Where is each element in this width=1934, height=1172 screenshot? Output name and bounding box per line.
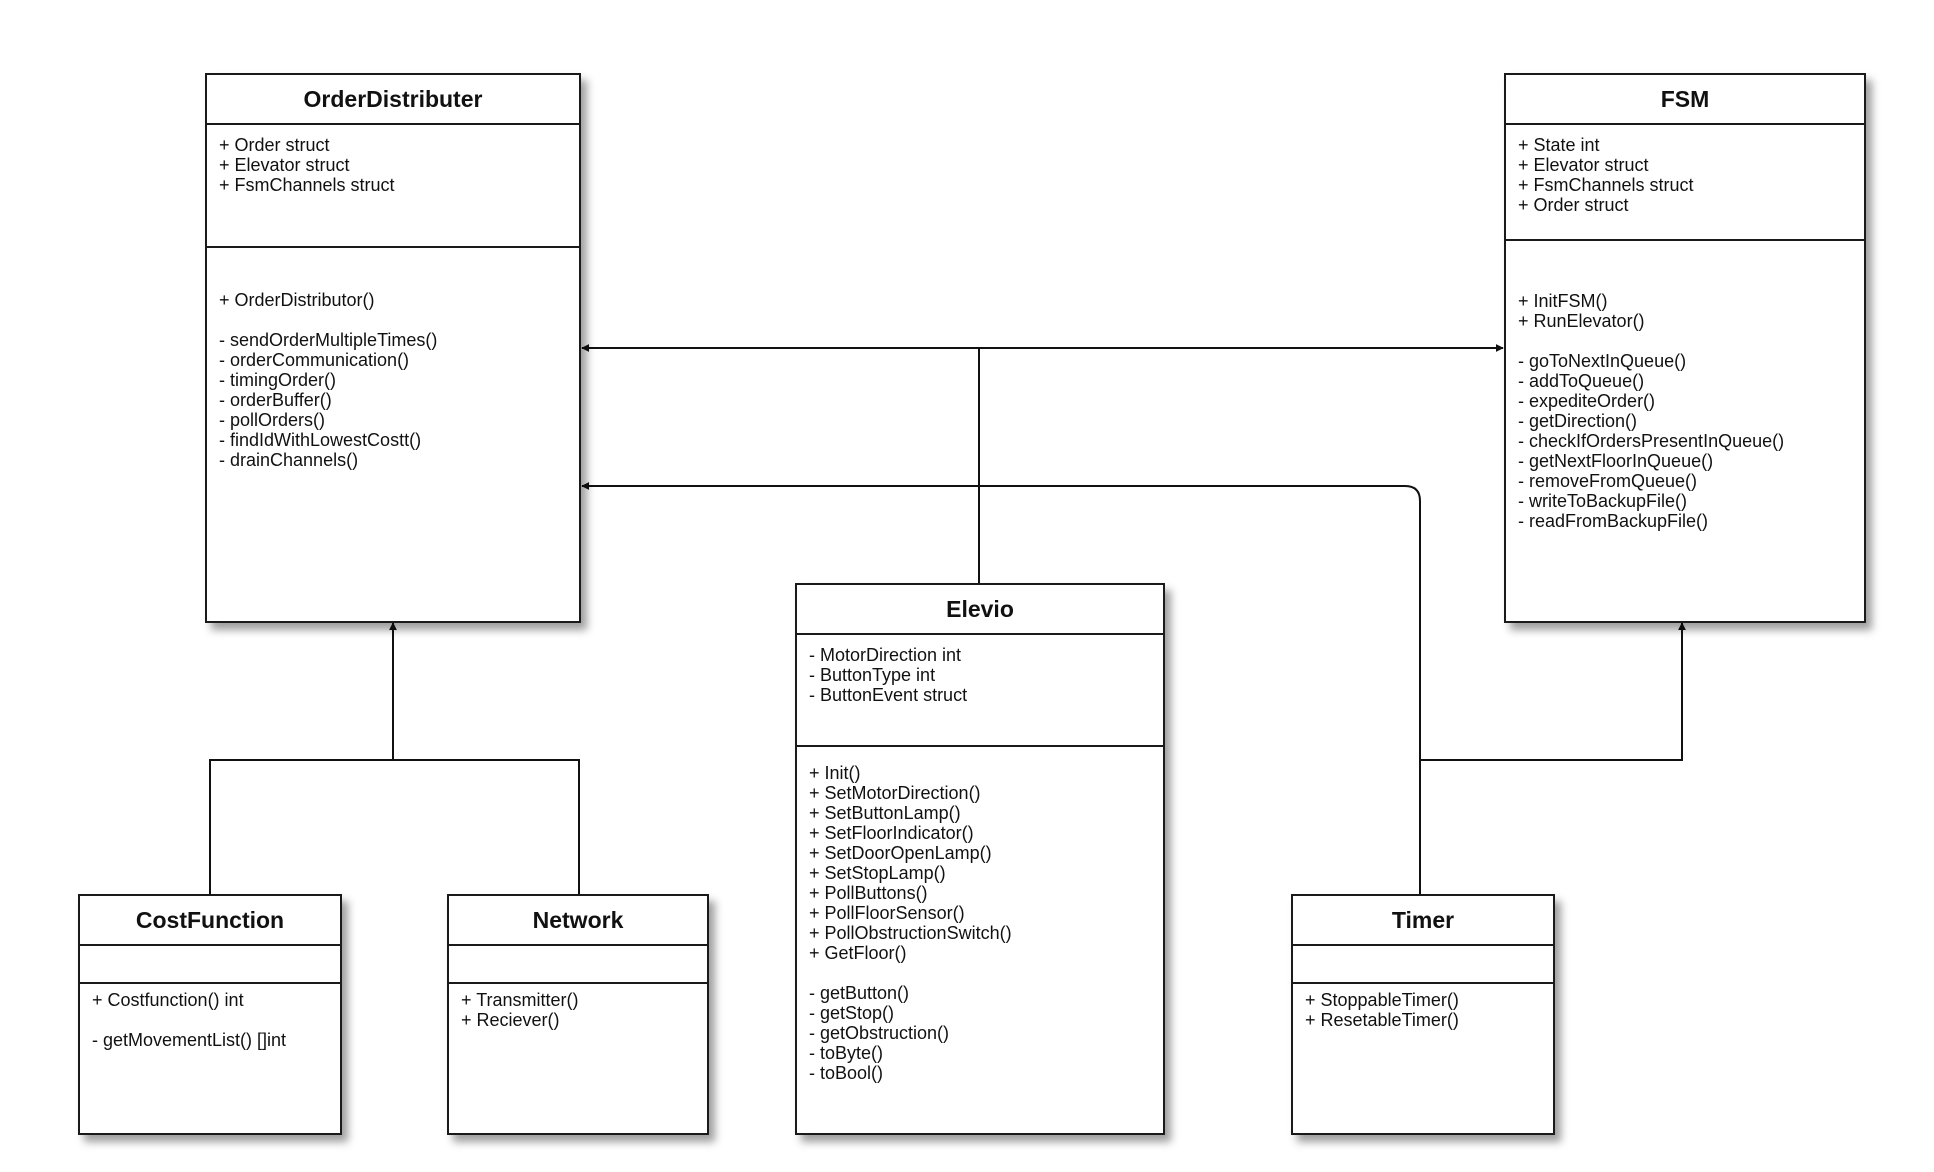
attribute: + Order struct	[1518, 195, 1629, 215]
connector-timer-to-fsm	[1420, 622, 1686, 761]
attributes-section	[80, 946, 340, 984]
method: - toBool()	[809, 1063, 884, 1083]
class-name: FSM	[1506, 75, 1864, 125]
method: - removeFromQueue()	[1518, 471, 1698, 491]
methods-section: + Costfunction() int - getMovementList()…	[80, 984, 340, 1133]
method: - getMovementList() []int	[92, 1030, 287, 1050]
class-network[interactable]: Network + Transmitter() + Reciever()	[447, 894, 709, 1135]
method: - pollOrders()	[219, 410, 326, 430]
method: + InitFSM()	[1518, 291, 1608, 311]
method: + Transmitter()	[461, 990, 579, 1010]
method: + PollButtons()	[809, 883, 928, 903]
attribute: - ButtonEvent struct	[809, 685, 968, 705]
class-name: Network	[449, 896, 707, 946]
method: - timingOrder()	[219, 370, 337, 390]
method: - orderCommunication()	[219, 350, 410, 370]
attribute: + Order struct	[219, 135, 330, 155]
method: - addToQueue()	[1518, 371, 1645, 391]
method: + Reciever()	[461, 1010, 560, 1030]
class-name: CostFunction	[80, 896, 340, 946]
class-fsm[interactable]: FSM + State int + Elevator struct + FsmC…	[1504, 73, 1866, 623]
method: + PollFloorSensor()	[809, 903, 965, 923]
method: + Costfunction() int	[92, 990, 244, 1010]
method: + GetFloor()	[809, 943, 907, 963]
method: - expediteOrder()	[1518, 391, 1656, 411]
attribute: + State int	[1518, 135, 1600, 155]
class-orderdistributer[interactable]: OrderDistributer + Order struct + Elevat…	[205, 73, 581, 623]
method: - getObstruction()	[809, 1023, 950, 1043]
method: + SetMotorDirection()	[809, 783, 981, 803]
attribute: - MotorDirection int	[809, 645, 962, 665]
class-elevio[interactable]: Elevio - MotorDirection int - ButtonType…	[795, 583, 1165, 1135]
methods-section: + Init() + SetMotorDirection() + SetButt…	[797, 747, 1163, 1133]
method: + PollObstructionSwitch()	[809, 923, 1012, 943]
method: + RunElevator()	[1518, 311, 1645, 331]
methods-section: + InitFSM() + RunElevator() - goToNextIn…	[1506, 241, 1864, 621]
method: - readFromBackupFile()	[1518, 511, 1709, 531]
method: - sendOrderMultipleTimes()	[219, 330, 438, 350]
method: - toByte()	[809, 1043, 884, 1063]
attribute: - ButtonType int	[809, 665, 936, 685]
class-name: Elevio	[797, 585, 1163, 635]
method: + SetDoorOpenLamp()	[809, 843, 992, 863]
connector-costfunction-network-bracket	[209, 759, 580, 894]
connector-timer-to-orderdistributer	[581, 482, 1421, 894]
method: - getStop()	[809, 1003, 895, 1023]
methods-section: + StoppableTimer() + ResetableTimer()	[1293, 984, 1553, 1133]
class-name: OrderDistributer	[207, 75, 579, 125]
class-costfunction[interactable]: CostFunction + Costfunction() int - getM…	[78, 894, 342, 1135]
method: - checkIfOrdersPresentInQueue()	[1518, 431, 1785, 451]
methods-section: + Transmitter() + Reciever()	[449, 984, 707, 1133]
attribute: + Elevator struct	[219, 155, 350, 175]
method: - getButton()	[809, 983, 910, 1003]
method: - writeToBackupFile()	[1518, 491, 1688, 511]
method: - findIdWithLowestCostt()	[219, 430, 422, 450]
attributes-section: + State int + Elevator struct + FsmChann…	[1506, 125, 1864, 241]
method: + SetButtonLamp()	[809, 803, 961, 823]
class-name: Timer	[1293, 896, 1553, 946]
class-timer[interactable]: Timer + StoppableTimer() + ResetableTime…	[1291, 894, 1555, 1135]
methods-section: + OrderDistributor() - sendOrderMultiple…	[207, 248, 579, 621]
method: + StoppableTimer()	[1305, 990, 1459, 1010]
attribute: + Elevator struct	[1518, 155, 1649, 175]
method: + SetStopLamp()	[809, 863, 946, 883]
method: - getNextFloorInQueue()	[1518, 451, 1714, 471]
method: + SetFloorIndicator()	[809, 823, 974, 843]
method: - drainChannels()	[219, 450, 359, 470]
method: + OrderDistributor()	[219, 290, 375, 310]
method: - getDirection()	[1518, 411, 1638, 431]
method: + Init()	[809, 763, 861, 783]
method: - goToNextInQueue()	[1518, 351, 1687, 371]
method: + ResetableTimer()	[1305, 1010, 1459, 1030]
attributes-section	[1293, 946, 1553, 984]
attributes-section	[449, 946, 707, 984]
attributes-section: + Order struct + Elevator struct + FsmCh…	[207, 125, 579, 248]
attribute: + FsmChannels struct	[1518, 175, 1694, 195]
method: - orderBuffer()	[219, 390, 332, 410]
attributes-section: - MotorDirection int - ButtonType int - …	[797, 635, 1163, 747]
attribute: + FsmChannels struct	[219, 175, 395, 195]
